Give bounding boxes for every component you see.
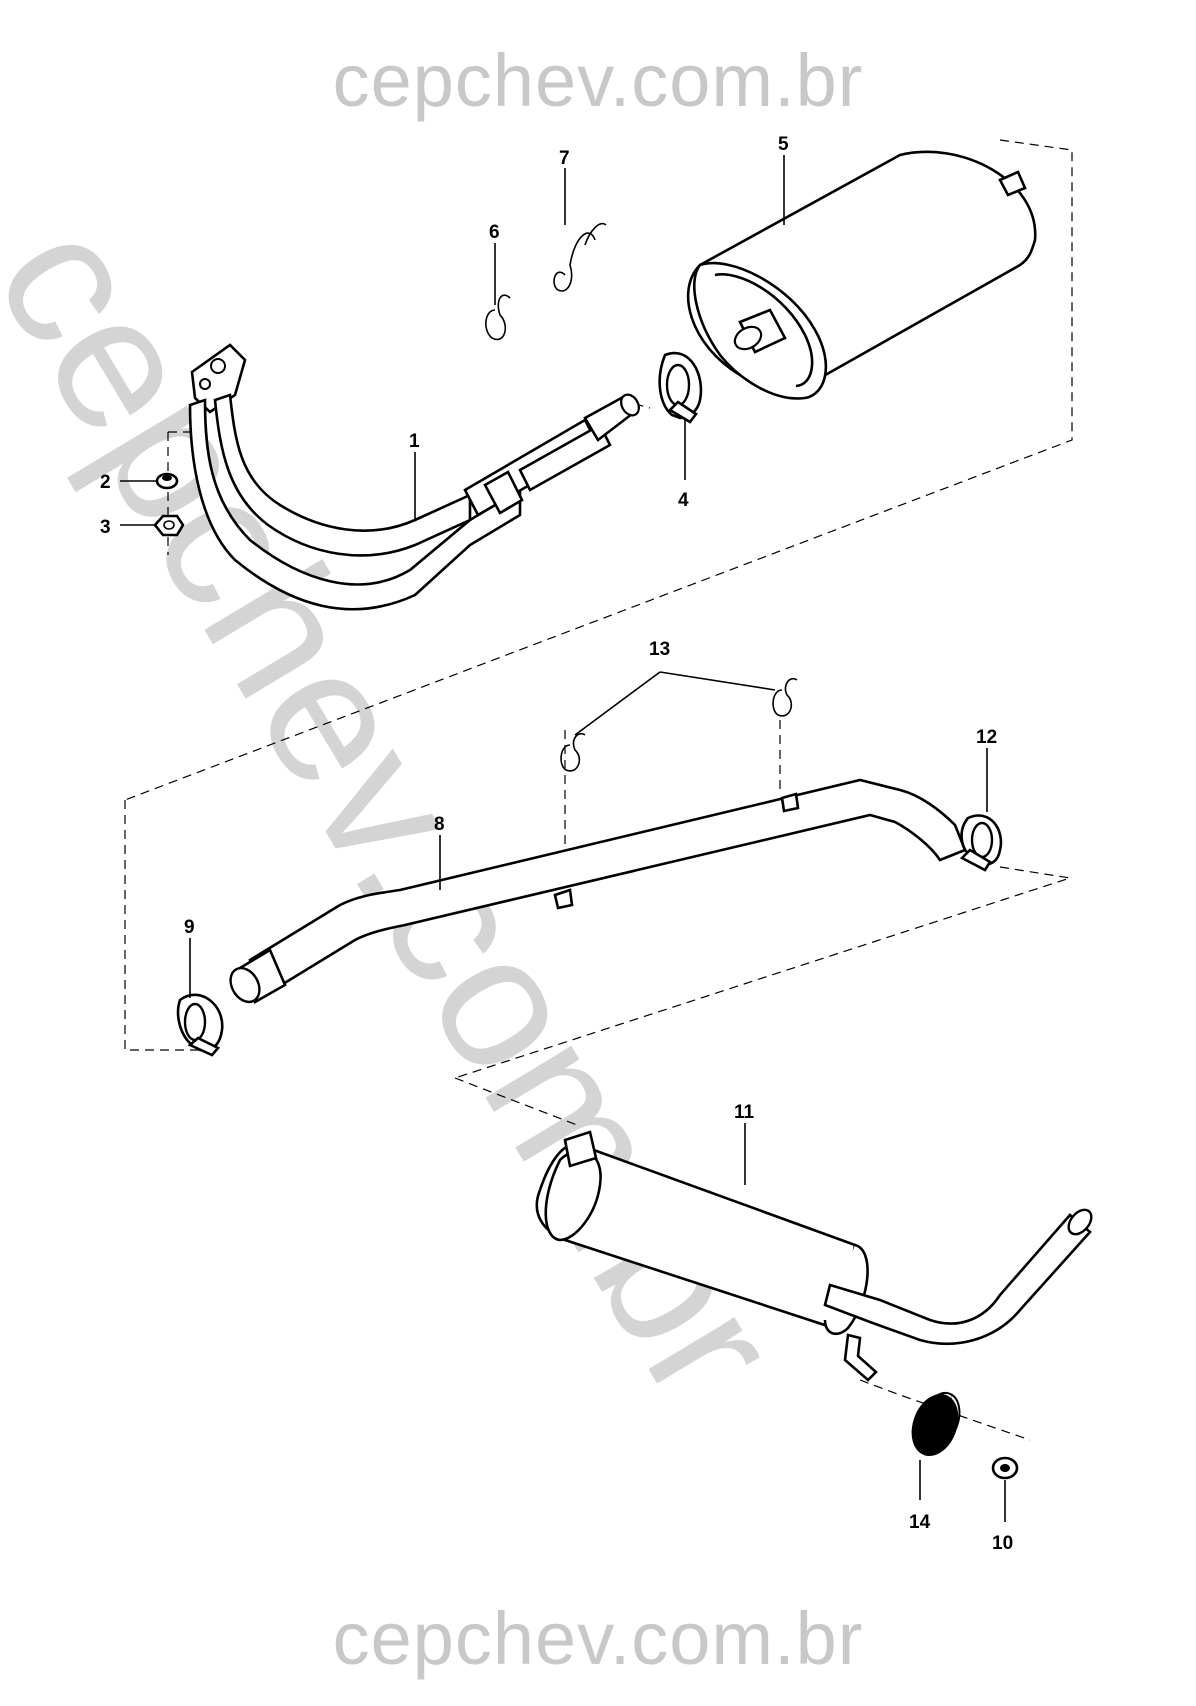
rubber-insulator xyxy=(911,1391,961,1456)
watermark-bottom: cepchev.com.br xyxy=(332,1597,864,1680)
callout-8: 8 xyxy=(434,814,445,835)
callout-1: 1 xyxy=(409,431,420,452)
hanger-hooks xyxy=(560,677,798,772)
gasket-washer xyxy=(155,472,179,490)
callout-6: 6 xyxy=(489,222,500,243)
pipe-clamp-front xyxy=(658,351,703,424)
rear-washer xyxy=(991,1456,1019,1480)
callout-4: 4 xyxy=(678,490,689,511)
front-muffler xyxy=(686,150,1037,400)
spring-clip xyxy=(553,223,607,292)
pipe-clamp-mid xyxy=(176,993,224,1057)
callout-13: 13 xyxy=(649,639,670,660)
front-exhaust-pipe xyxy=(188,343,640,611)
callout-12: 12 xyxy=(976,727,997,748)
callout-11: 11 xyxy=(734,1102,755,1123)
callout-numbers: 1 2 3 4 5 6 7 8 9 10 11 12 13 14 xyxy=(100,134,1013,1554)
pipe-clamp-rear xyxy=(959,814,1003,872)
callout-5: 5 xyxy=(778,134,789,155)
callout-7: 7 xyxy=(559,148,570,169)
callout-3: 3 xyxy=(100,517,111,538)
rear-muffler xyxy=(535,1130,1093,1382)
callout-2: 2 xyxy=(100,472,111,493)
hex-nut xyxy=(153,514,185,537)
callout-14: 14 xyxy=(909,1512,931,1533)
callout-10: 10 xyxy=(992,1533,1013,1554)
watermark-top: cepchev.com.br xyxy=(332,39,864,122)
leader-lines xyxy=(120,155,1006,1522)
intermediate-pipe xyxy=(229,778,967,1004)
callout-9: 9 xyxy=(184,917,195,938)
hanger-hook xyxy=(485,294,511,341)
